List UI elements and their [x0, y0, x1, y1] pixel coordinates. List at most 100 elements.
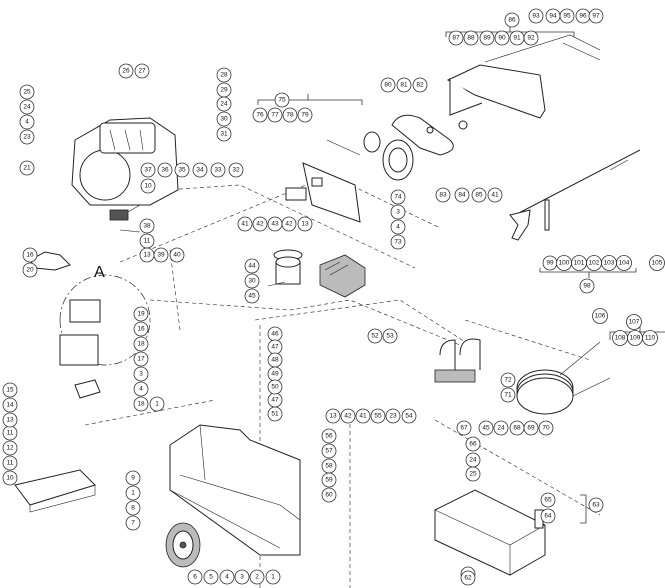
callout-number: 56 [325, 433, 333, 440]
callout-circle [355, 408, 371, 424]
callout-circle [216, 126, 232, 142]
callout-number: 43 [271, 221, 279, 228]
callout-number: 16 [26, 252, 34, 259]
callout-number: 42 [344, 413, 352, 420]
callout-circle [203, 569, 219, 585]
callout-number: 67 [460, 425, 468, 432]
callout-63: 63 [588, 497, 604, 513]
callout-3: 3 [133, 366, 149, 382]
callout-number: 73 [394, 239, 402, 246]
callout-41: 41 [355, 408, 371, 424]
callout-38: 38 [139, 218, 155, 234]
callout-31: 31 [216, 126, 232, 142]
callout-number: 95 [563, 13, 571, 20]
callout-10: 10 [2, 470, 18, 486]
callout-50: 50 [267, 379, 283, 395]
callout-109: 109 [627, 330, 643, 346]
callout-circle [244, 288, 260, 304]
callout-number: 11 [7, 430, 14, 437]
callout-15: 15 [2, 382, 18, 398]
callout-number: 88 [467, 35, 475, 42]
callout-number: 90 [498, 35, 506, 42]
callout-4: 4 [133, 381, 149, 397]
callout-number: 42 [256, 221, 264, 228]
callout-circle [133, 306, 149, 322]
callout-number: 98 [583, 283, 591, 290]
callout-number: 68 [513, 425, 521, 432]
callout-16: 16 [133, 321, 149, 337]
callout-group: 1112333444456789101011111112131313131415… [2, 8, 665, 586]
callout-circle [540, 508, 556, 524]
callout-94: 94 [545, 8, 561, 24]
callout-1: 1 [125, 485, 141, 501]
callout-circle [382, 328, 398, 344]
callout-number: 86 [508, 17, 516, 24]
callout-20: 20 [22, 262, 38, 278]
callout-number: 57 [325, 448, 333, 455]
callout-number: 85 [475, 192, 483, 199]
callout-93: 93 [528, 8, 544, 24]
callout-number: 14 [6, 402, 14, 409]
callout-number: 16 [137, 326, 145, 333]
callout-number: 3 [396, 209, 400, 216]
callout-number: 8 [131, 505, 135, 512]
callout-circle [2, 440, 18, 456]
callout-number: 4 [139, 386, 143, 393]
callout-circle [139, 218, 155, 234]
callout-54: 54 [401, 408, 417, 424]
callout-circle [588, 497, 604, 513]
callout-105: 105 [649, 255, 665, 271]
callout-number: 20 [26, 267, 34, 274]
callout-circle [321, 487, 337, 503]
callout-76: 76 [252, 107, 268, 123]
callout-circle [401, 408, 417, 424]
callout-90: 90 [494, 30, 510, 46]
callout-7: 7 [125, 515, 141, 531]
callout-99: 99 [542, 255, 558, 271]
callout-95: 95 [559, 8, 575, 24]
callout-number: 44 [248, 263, 256, 270]
callout-56: 56 [321, 428, 337, 444]
callout-circle [390, 219, 406, 235]
callout-circle [412, 77, 428, 93]
callout-circle [448, 30, 464, 46]
callout-number: 79 [301, 112, 309, 119]
callout-circle [192, 162, 208, 178]
callout-number: 60 [325, 492, 333, 499]
callout-55: 55 [370, 408, 386, 424]
callout-number: 18 [137, 341, 145, 348]
callout-79: 79 [297, 107, 313, 123]
callout-number: 51 [271, 411, 279, 418]
callout-circle [174, 162, 190, 178]
callout-42: 42 [252, 216, 268, 232]
callout-91: 91 [509, 30, 525, 46]
callout-circle [385, 408, 401, 424]
callout-number: 6 [193, 574, 197, 581]
callout-number: 62 [464, 575, 472, 582]
callout-circle [559, 8, 575, 24]
callout-circle [479, 30, 495, 46]
callout-number: 1 [155, 401, 159, 408]
callout-43: 43 [267, 216, 283, 232]
callout-number: 65 [544, 497, 552, 504]
callout-circle [2, 455, 18, 471]
callout-9: 9 [125, 470, 141, 486]
callout-49: 49 [267, 366, 283, 382]
callout-number: 19 [137, 311, 145, 318]
callout-number: 70 [542, 425, 550, 432]
callout-circle [435, 187, 451, 203]
frame [169, 424, 301, 556]
callout-circle [249, 569, 265, 585]
callout-circle [216, 111, 232, 127]
callout-number: 53 [386, 333, 394, 340]
callout-16: 16 [22, 247, 38, 263]
callout-number: 24 [469, 457, 477, 464]
callout-number: 23 [389, 413, 397, 420]
callout-number: 78 [286, 112, 294, 119]
callout-circle [267, 379, 283, 395]
callout-number: 17 [137, 356, 145, 363]
callout-circle [321, 472, 337, 488]
callout-46: 46 [267, 326, 283, 342]
callout-circle [2, 412, 18, 428]
